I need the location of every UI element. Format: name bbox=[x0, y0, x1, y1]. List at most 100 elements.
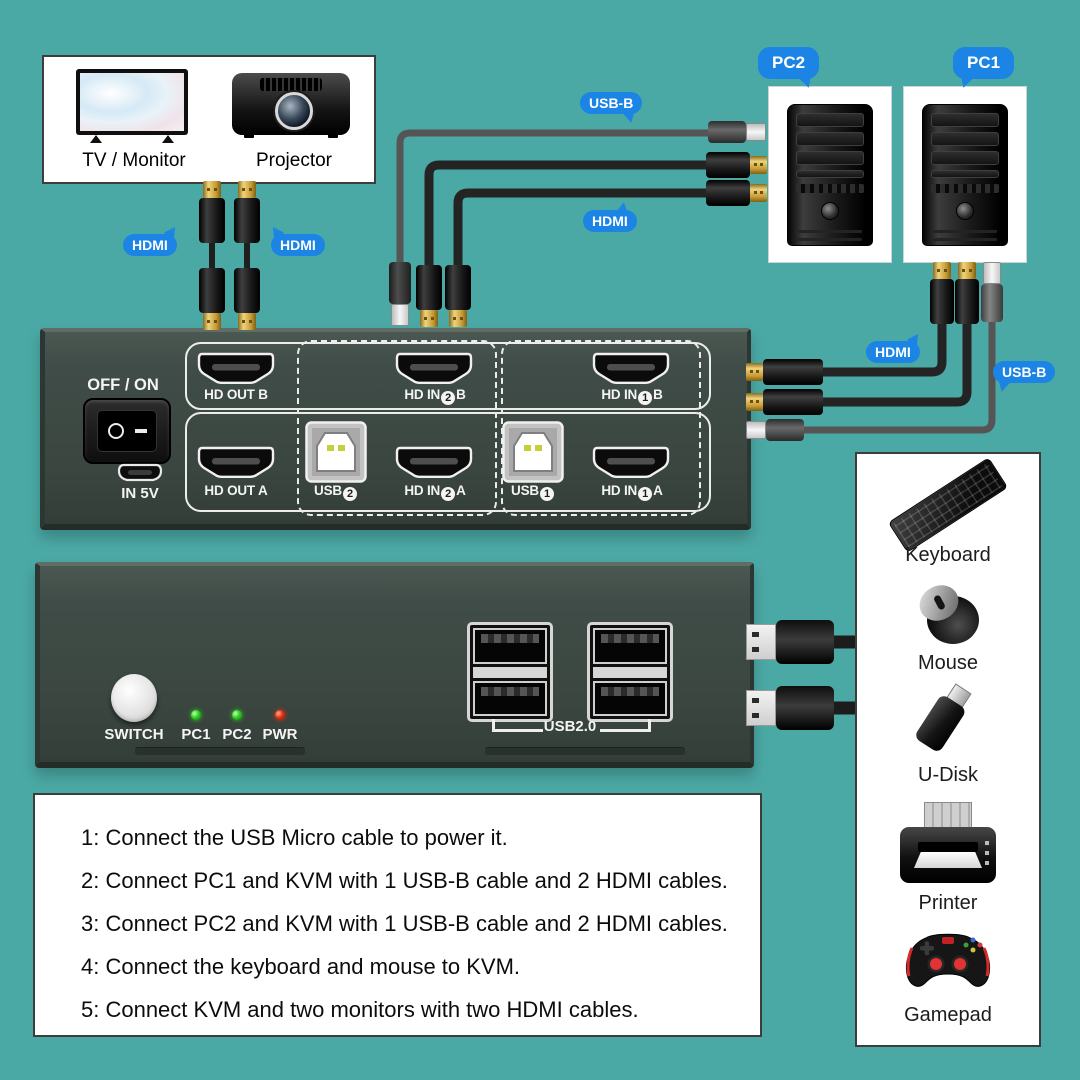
hdmi-callout-text: HDMI bbox=[280, 237, 316, 253]
hdmi-plug-right bbox=[706, 152, 767, 178]
hdmi-plug-down bbox=[416, 265, 442, 327]
hdmi-plug-tip bbox=[203, 313, 221, 330]
usb-b-callout-top: USB-B bbox=[580, 92, 643, 125]
keyboard-shape bbox=[887, 457, 1009, 553]
kvm-front-panel: SWITCH PC1 PC2 PWR USB2.0 bbox=[35, 562, 754, 768]
projector-foot-left bbox=[244, 134, 254, 138]
usb-a-port bbox=[593, 680, 667, 716]
pc2-led bbox=[232, 710, 242, 720]
tv-foot-left bbox=[90, 135, 102, 143]
usb-b-port-2 bbox=[305, 421, 367, 483]
tv-icon bbox=[76, 69, 188, 143]
usb-a-port bbox=[473, 680, 547, 716]
hdmi-plug-body bbox=[763, 389, 823, 415]
hdmi-callout-text: HDMI bbox=[592, 213, 628, 229]
hdmi-plug-tip bbox=[750, 156, 767, 174]
hdmi-callout-pc1: HDMI bbox=[866, 330, 923, 363]
hdmi-plug-up bbox=[955, 262, 979, 324]
keyboard-icon bbox=[857, 457, 1039, 553]
instructions-card: 1: Connect the USB Micro cable to power … bbox=[33, 793, 762, 1037]
usb-a-plug-left bbox=[746, 620, 834, 664]
cable-pc1-hdmi-1 bbox=[813, 307, 947, 377]
hdmi-plug-tip bbox=[746, 393, 763, 411]
hdmi-plug-right bbox=[706, 180, 767, 206]
printer-icon bbox=[857, 802, 1039, 890]
drive-bay bbox=[796, 151, 864, 165]
pc1-led bbox=[191, 710, 201, 720]
hdmi-plug-body bbox=[930, 279, 954, 324]
usb-label-bracket-right bbox=[600, 719, 651, 732]
port-label-text: HD IN bbox=[404, 483, 441, 498]
drive-bay bbox=[796, 132, 864, 146]
pc2-card bbox=[768, 86, 892, 263]
gamepad-shape bbox=[905, 933, 991, 987]
drive-bay bbox=[931, 132, 999, 146]
tower-vent bbox=[931, 184, 999, 193]
hdmi-plug-tip bbox=[449, 310, 467, 327]
drive-bay bbox=[931, 113, 999, 127]
power-led-label: PWR bbox=[262, 726, 298, 743]
port-label-text: HD IN bbox=[601, 387, 638, 402]
hdmi-plug-down bbox=[445, 265, 471, 327]
hdmi-plug-tip bbox=[933, 262, 951, 279]
printer-sheet bbox=[914, 852, 982, 868]
port-label-text: B bbox=[456, 387, 466, 402]
hdmi-cable-pair-left bbox=[197, 181, 227, 330]
port-number-badge: 2 bbox=[441, 487, 456, 501]
panel-groove bbox=[135, 747, 305, 755]
drive-bay bbox=[796, 113, 864, 127]
hdmi-cable bbox=[244, 243, 250, 268]
projector-grille bbox=[260, 78, 322, 91]
power-switch-label: OFF / ON bbox=[87, 376, 159, 394]
printer-paper-tray bbox=[924, 802, 972, 829]
port-label-hd-out-a: HD OUT A bbox=[176, 483, 296, 498]
udisk-label: U-Disk bbox=[918, 764, 978, 786]
hdmi-plug-body bbox=[706, 180, 750, 206]
cable-pc1-usb-b bbox=[792, 298, 996, 434]
usb-b-plug-tip bbox=[391, 304, 409, 326]
pc1-callout: PC1 bbox=[953, 47, 1015, 90]
printer-label: Printer bbox=[918, 892, 978, 914]
tower-grill bbox=[798, 238, 862, 241]
port-number-badge: 1 bbox=[638, 391, 653, 405]
tv-foot-right bbox=[162, 135, 174, 143]
projector-lens bbox=[275, 92, 313, 130]
hdmi-plug-body bbox=[416, 265, 442, 310]
printer-body bbox=[900, 827, 996, 883]
port-label-text: HD IN bbox=[404, 387, 441, 402]
hdmi-plug-tip bbox=[420, 310, 438, 327]
usb-b-plug-body bbox=[981, 284, 1003, 322]
instruction-line-1: 1: Connect the USB Micro cable to power … bbox=[81, 825, 508, 850]
monitor-projector-card: TV / Monitor Projector bbox=[42, 55, 376, 184]
hdmi-plug-body bbox=[199, 198, 225, 243]
switch-label: SWITCH bbox=[104, 726, 164, 743]
cable-pc2-hdmi-2 bbox=[453, 188, 717, 275]
cable-pc2-usb-b bbox=[396, 129, 716, 270]
pc2-led-label: PC2 bbox=[222, 726, 252, 743]
port-number-badge: 1 bbox=[539, 487, 554, 501]
hdmi-plug-body bbox=[445, 265, 471, 310]
instruction-line-3: 3: Connect PC2 and KVM with 1 USB-B cabl… bbox=[81, 911, 728, 936]
udisk-shape bbox=[908, 683, 988, 766]
port-label-hd-out-b: HD OUT B bbox=[176, 387, 296, 402]
hdmi-plug-left bbox=[746, 389, 823, 415]
usb-b-callout-text: USB-B bbox=[589, 95, 634, 111]
mouse-icon bbox=[857, 578, 1039, 648]
usb-a-port bbox=[593, 628, 667, 664]
usb-stack-divider bbox=[593, 666, 667, 678]
usb-b-plug-up bbox=[981, 262, 1003, 322]
projector-label: Projector bbox=[255, 150, 333, 171]
port-label-text: HD IN bbox=[601, 483, 638, 498]
usb-label-bracket-left bbox=[492, 719, 543, 732]
hdmi-plug-tip bbox=[238, 313, 256, 330]
port-label-text: HD OUT B bbox=[204, 387, 268, 402]
drive-bay bbox=[796, 170, 864, 178]
